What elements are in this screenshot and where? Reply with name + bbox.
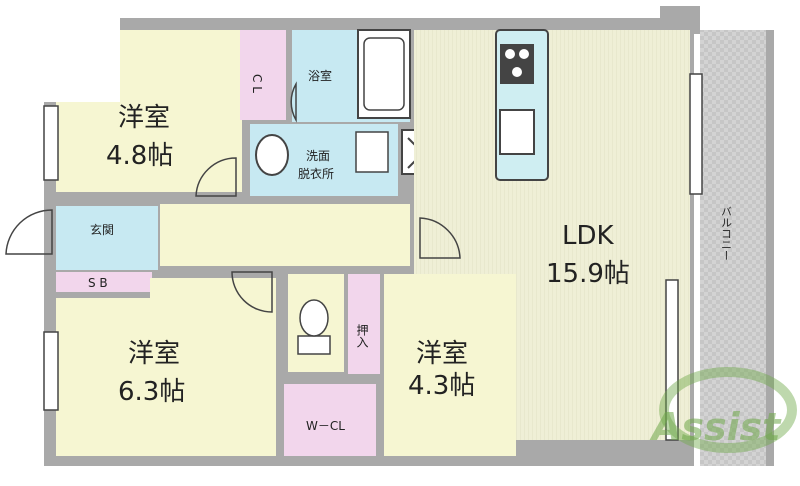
bathtub-inner — [363, 37, 405, 111]
balcony-wall-top — [660, 6, 700, 34]
room-western-2-top — [150, 278, 276, 300]
western-1-name: 洋室 — [118, 103, 170, 133]
ldk-name: LDK — [562, 221, 615, 251]
hallway — [160, 204, 410, 266]
sink — [499, 109, 535, 155]
window-ldk-2 — [665, 279, 679, 441]
window-west-1 — [43, 105, 59, 181]
door-entrance — [5, 209, 53, 255]
balcony-label: バルコニー — [720, 206, 733, 261]
entrance-label: 玄関 — [90, 222, 114, 237]
shoe-box-label: S B — [88, 276, 108, 290]
bathroom-label: 浴室 — [308, 68, 332, 83]
ldk-size: 15.9帖 — [546, 259, 630, 289]
logo-text: Assist — [649, 405, 782, 449]
burner-2 — [519, 49, 529, 59]
logo-swoosh — [659, 367, 797, 453]
western-2-name: 洋室 — [128, 339, 180, 369]
western-1-size: 4.8帖 — [106, 141, 173, 171]
western-2-size: 6.3帖 — [118, 377, 185, 407]
room-western-3 — [384, 274, 516, 456]
door-western-2 — [231, 271, 273, 313]
balcony — [700, 30, 766, 466]
room-western-2 — [56, 298, 276, 456]
western-3-name: 洋室 — [416, 339, 468, 369]
burner-3 — [512, 67, 522, 77]
walk-in-closet — [284, 384, 376, 456]
balcony-rail — [766, 30, 774, 466]
walk-in-closet-label: W－CL — [306, 419, 345, 433]
storage-closet — [348, 274, 380, 374]
closet-label: C L — [250, 74, 264, 93]
door-ldk — [419, 217, 461, 259]
closet — [240, 30, 286, 120]
room-western-1-notch — [44, 18, 120, 102]
window-west-2 — [43, 331, 59, 411]
burner-1 — [505, 49, 515, 59]
shoe-box — [56, 272, 152, 292]
western-3-size: 4.3帖 — [408, 371, 475, 401]
washing-machine — [355, 131, 389, 173]
toilet-tank — [297, 335, 331, 355]
washroom-label-1: 洗面 — [306, 149, 330, 163]
door-bathroom — [290, 81, 297, 123]
entrance — [56, 206, 158, 270]
wash-basin — [255, 134, 289, 176]
storage-label: 押入 — [355, 324, 369, 348]
door-western-1 — [195, 157, 237, 197]
stove — [500, 44, 534, 84]
washroom-label-2: 脱衣所 — [298, 166, 334, 181]
toilet-bowl — [299, 299, 329, 337]
window-ldk-1 — [689, 73, 703, 195]
